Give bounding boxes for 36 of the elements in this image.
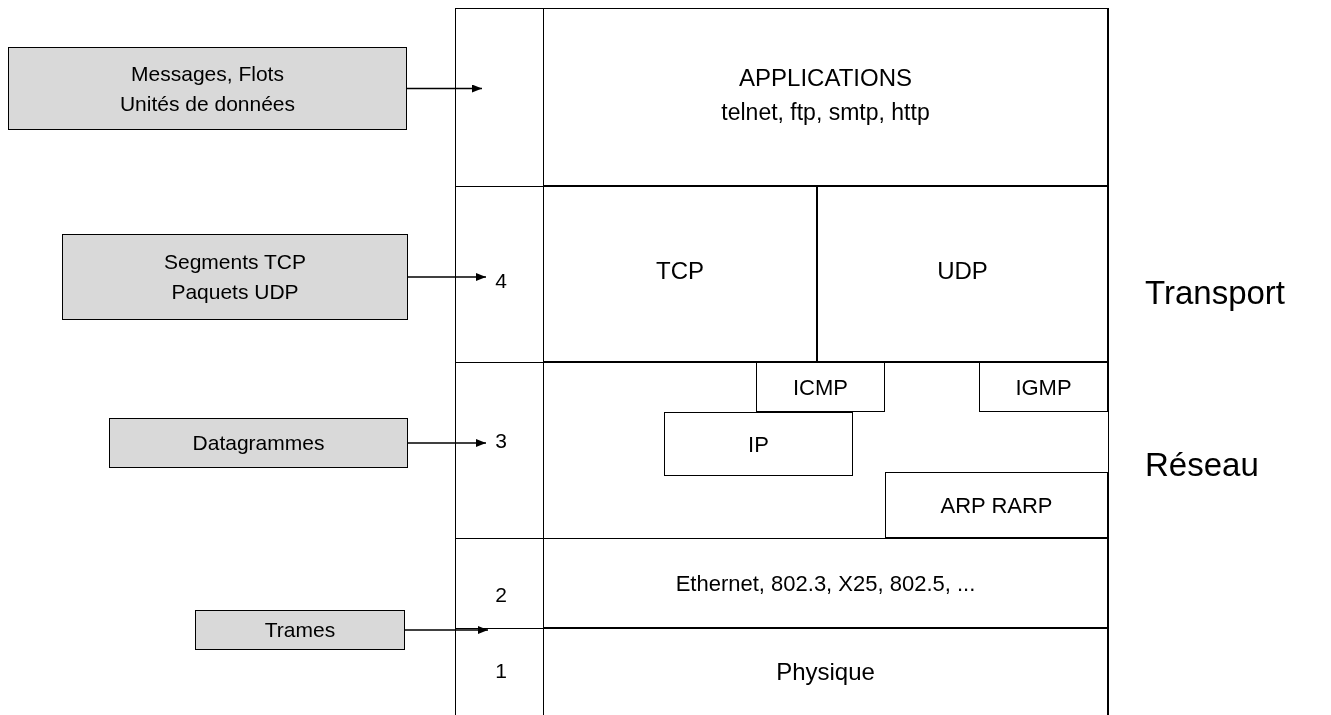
layer-title: APPLICATIONS <box>739 63 912 93</box>
protocol-cell <box>817 186 1108 362</box>
protocol-text: 2 <box>495 582 507 609</box>
layer-name: Transport <box>1145 273 1285 313</box>
protocol-text: 4 <box>495 268 507 295</box>
protocol-box <box>885 472 1108 538</box>
layer-cell <box>543 8 1108 186</box>
arrow <box>407 439 487 447</box>
protocol-text: IP <box>748 430 769 459</box>
protocol-box <box>756 362 885 412</box>
protocol-text: Physique <box>776 657 875 687</box>
protocol-text: ICMP <box>793 373 848 402</box>
protocol-text: ARP RARP <box>940 491 1053 520</box>
protocol-box <box>979 362 1108 412</box>
protocol-text: TCP <box>656 256 704 286</box>
protocol-text: IGMP <box>1015 373 1072 402</box>
protocol-cell <box>543 186 817 362</box>
layer-name: Réseau <box>1145 445 1259 485</box>
protocol-box <box>664 412 853 476</box>
arrow <box>404 626 489 634</box>
protocol-text: Messages, Flots Unités de données <box>118 60 297 117</box>
arrow <box>407 273 487 281</box>
data-unit-box <box>195 610 405 650</box>
protocol-text: Trames <box>264 617 336 643</box>
layer-cell <box>543 538 1108 628</box>
data-unit-box <box>109 418 408 468</box>
data-unit-box <box>8 47 407 130</box>
protocol-text: 1 <box>495 658 507 685</box>
protocol-text: Segments TCP Paquets UDP <box>163 249 307 305</box>
protocol-text: UDP <box>937 256 988 286</box>
protocol-text: telnet, ftp, smtp, http <box>721 98 930 127</box>
protocol-text: 3 <box>495 428 507 455</box>
data-unit-box <box>62 234 408 320</box>
protocol-text: Ethernet, 802.3, X25, 802.5, ... <box>675 569 976 598</box>
arrow <box>406 84 483 93</box>
protocol-text: Datagrammes <box>192 430 325 456</box>
